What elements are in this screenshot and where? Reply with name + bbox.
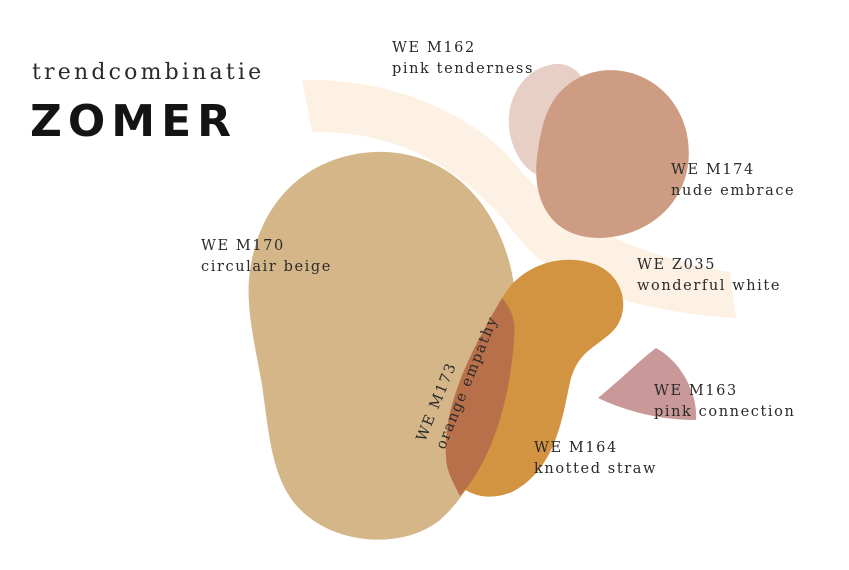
page-title: ZOMER [30,96,238,147]
swatch-name: circulair beige [201,259,332,275]
label-nude-embrace: WE M174 nude embrace [671,160,795,202]
swatch-code: WE Z035 [637,257,717,273]
label-circulair-beige: WE M170 circulair beige [201,236,332,278]
swatch-name: wonderful white [637,278,782,294]
page-subtitle: trendcombinatie [32,60,265,85]
blob-wonderful-white [302,79,736,318]
swatch-code: WE M164 [534,440,618,456]
swatch-code: WE M170 [201,238,285,254]
blob-nude-embrace [536,70,689,238]
swatch-code: WE M163 [654,383,738,399]
label-pink-tenderness: WE M162 pink tenderness [392,38,534,80]
swatch-name: knotted straw [534,461,658,477]
blob-orange-empathy [445,298,515,496]
swatch-code: WE M174 [671,162,755,178]
label-wonderful-white: WE Z035 wonderful white [637,255,781,297]
swatch-code: WE M162 [392,40,476,56]
swatch-name: pink connection [654,404,796,420]
blob-pink-connection [598,348,697,420]
label-pink-connection: WE M163 pink connection [654,381,795,423]
swatch-name: nude embrace [671,183,796,199]
label-knotted-straw: WE M164 knotted straw [534,438,657,480]
swatch-name: pink tenderness [392,61,534,77]
